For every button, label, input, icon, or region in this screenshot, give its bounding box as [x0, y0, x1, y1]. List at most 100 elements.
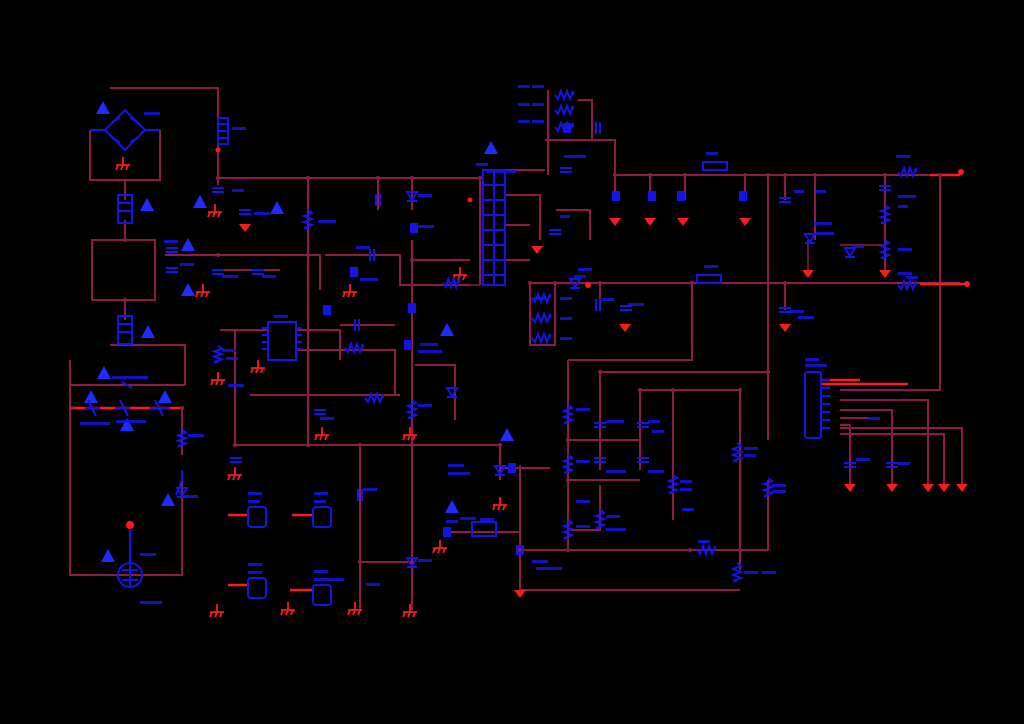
component-label	[560, 215, 570, 218]
component-label	[248, 500, 260, 503]
warning-icon	[181, 238, 195, 251]
ground-arrow	[609, 218, 621, 226]
capacitor	[252, 269, 264, 275]
component-label	[532, 103, 544, 106]
component-label	[248, 492, 262, 495]
junction-dots	[70, 173, 942, 564]
resistor	[897, 165, 917, 179]
capacitor	[375, 194, 381, 206]
component-label	[418, 559, 432, 562]
ground-arrow	[922, 484, 934, 492]
component-label	[314, 570, 328, 573]
capacitor	[357, 489, 363, 501]
junction-dot	[376, 176, 380, 180]
component-label	[606, 470, 626, 473]
component-label	[606, 515, 620, 518]
capacitor	[879, 185, 891, 191]
small-connector-3	[247, 577, 267, 599]
small-connector-2	[312, 506, 332, 528]
junction-dot	[410, 258, 414, 262]
component-label	[232, 189, 244, 192]
component-label	[532, 560, 548, 563]
component-label	[360, 278, 378, 281]
ground-symbol	[115, 157, 130, 171]
component-label	[314, 500, 326, 503]
capacitor	[560, 167, 572, 173]
component-label	[144, 112, 160, 115]
component-label	[856, 458, 870, 461]
ground-arrow	[879, 270, 891, 278]
junction-dot	[613, 173, 617, 177]
component-label	[805, 358, 819, 361]
junction-dot	[216, 176, 220, 180]
resistor	[696, 543, 716, 557]
component-label	[112, 376, 148, 379]
component-label	[868, 417, 880, 420]
capacitor	[844, 462, 856, 468]
diode	[568, 278, 582, 289]
junction-dot	[738, 388, 742, 392]
resistor	[442, 275, 460, 291]
capacitor	[354, 319, 360, 331]
component-label	[314, 492, 328, 495]
junction-dot	[688, 548, 692, 552]
component-label	[532, 85, 544, 88]
bridge-rectifier	[90, 108, 160, 152]
capacitor	[166, 267, 178, 273]
junction-dot	[123, 238, 127, 242]
component-label	[418, 404, 432, 407]
warning-icon	[440, 323, 454, 336]
ground-arrow	[619, 324, 631, 332]
capacitor	[323, 305, 331, 315]
junction-dot	[70, 406, 74, 410]
component-label	[560, 317, 572, 320]
resistor	[554, 103, 574, 117]
component-label	[898, 195, 916, 198]
component-label	[852, 245, 864, 248]
component-label	[366, 583, 380, 586]
ground-arrow	[844, 484, 856, 492]
component-label	[188, 434, 204, 437]
component-label	[602, 298, 614, 301]
capacitor	[230, 457, 242, 463]
ground-symbol	[452, 267, 467, 281]
components	[85, 108, 830, 606]
junction-dot	[766, 173, 770, 177]
ground-symbol	[314, 427, 329, 441]
component-label	[576, 408, 590, 411]
resistor	[561, 404, 575, 424]
junction-dot	[410, 176, 414, 180]
junction-dot	[306, 253, 310, 257]
capacitor	[779, 307, 791, 313]
component-label	[816, 232, 834, 235]
junction-dot	[783, 281, 787, 285]
component-label	[576, 500, 590, 503]
component-label	[606, 528, 626, 531]
junction-dot	[783, 173, 787, 177]
capacitor	[637, 457, 649, 463]
junction-dot	[743, 173, 747, 177]
component-label	[704, 265, 718, 268]
output-choke-1	[702, 161, 728, 171]
component-label	[805, 364, 827, 367]
component-label	[576, 525, 590, 528]
component-label	[363, 488, 377, 491]
resistor	[405, 399, 419, 419]
component-label	[320, 417, 334, 420]
capacitor	[594, 457, 606, 463]
junction-dot	[690, 281, 694, 285]
resistor	[878, 239, 892, 259]
ground-arrow	[779, 324, 791, 332]
component-label	[744, 571, 758, 574]
ground-symbol	[342, 284, 357, 298]
ground-arrow	[938, 484, 950, 492]
resistor	[593, 509, 607, 529]
resistor	[531, 331, 551, 345]
wire-network	[69, 87, 963, 610]
junction-dot	[410, 443, 414, 447]
inductor-top	[217, 117, 229, 145]
junction-dot	[410, 560, 414, 564]
capacitor	[410, 223, 418, 233]
capacitor	[595, 299, 601, 311]
warning-icon	[84, 390, 98, 403]
